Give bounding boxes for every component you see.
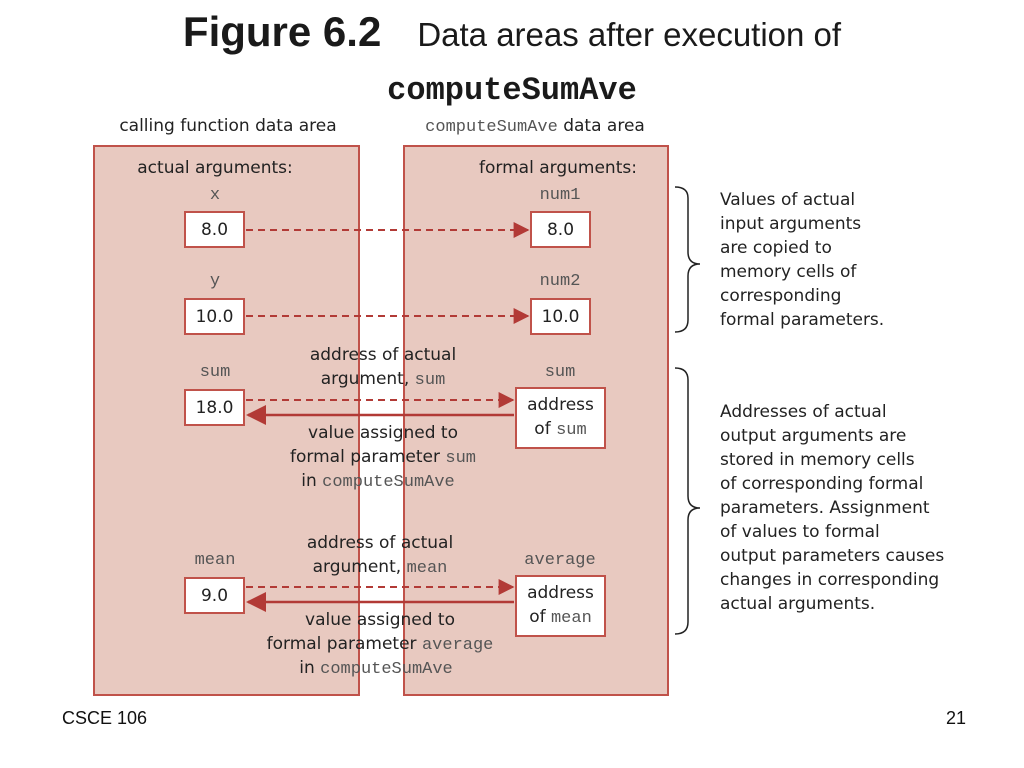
output-note-bracket xyxy=(674,367,701,635)
memory-cell-formal-sum: address of sum xyxy=(515,387,606,449)
course-label: CSCE 106 xyxy=(62,708,148,728)
sum-value-label-line3: in computeSumAve xyxy=(301,471,455,492)
var-name-mean: mean xyxy=(194,551,236,570)
actual-arguments-label: actual arguments: xyxy=(137,158,293,178)
mean-address-label-line2: argument, mean xyxy=(312,557,448,578)
var-name-average: average xyxy=(524,551,596,570)
mean-value-label-line3: in computeSumAve xyxy=(299,658,453,679)
memory-cell-mean: 9.0 xyxy=(184,577,245,614)
input-note-bracket xyxy=(674,186,701,333)
mean-value-label-line1: value assigned to xyxy=(305,610,455,630)
memory-cell-x: 8.0 xyxy=(184,211,245,248)
output-arguments-note: Addresses of actual output arguments are… xyxy=(720,402,945,614)
cell-address-text: address xyxy=(527,583,594,603)
figure-title: Figure 6.2 Data areas after execution of xyxy=(0,8,1024,56)
var-name-num2: num2 xyxy=(539,272,581,291)
right-area-heading-text: data area xyxy=(563,116,645,136)
right-area-heading: computeSumAve data area xyxy=(425,116,645,137)
sum-address-label-line2: argument, sum xyxy=(320,369,446,390)
memory-cell-y: 10.0 xyxy=(184,298,245,335)
sum-value-label-line1: value assigned to xyxy=(308,423,458,443)
formal-arguments-label: formal arguments: xyxy=(479,158,637,178)
mean-value-label-line2: formal parameter average xyxy=(266,634,494,655)
var-name-num1: num1 xyxy=(539,186,581,205)
mean-address-label-line1: address of actual xyxy=(306,533,454,553)
cell-address-of: of sum xyxy=(534,419,587,440)
cell-address-of: of mean xyxy=(529,607,592,628)
var-name-x: x xyxy=(209,186,221,205)
cell-address-target: sum xyxy=(556,421,587,440)
input-arguments-note: Values of actual input arguments are cop… xyxy=(720,190,885,330)
figure-number: Figure 6.2 xyxy=(182,8,382,55)
cell-address-text: address xyxy=(527,395,594,415)
left-area-heading: calling function data area xyxy=(119,116,337,136)
var-name-y: y xyxy=(209,272,221,291)
var-name-formal-sum: sum xyxy=(544,363,576,382)
memory-cell-num2: 10.0 xyxy=(530,298,591,335)
sum-address-label-line1: address of actual xyxy=(309,345,457,365)
cell-address-target: mean xyxy=(550,609,592,628)
right-area-heading-code: computeSumAve xyxy=(425,118,558,137)
var-name-sum: sum xyxy=(199,363,231,382)
memory-cell-num1: 8.0 xyxy=(530,211,591,248)
figure-function-name: computeSumAve xyxy=(387,72,637,109)
page-number: 21 xyxy=(945,708,966,728)
sum-value-label-line2: formal parameter sum xyxy=(290,447,476,468)
figure-caption: Data areas after execution of xyxy=(417,16,842,53)
memory-cell-sum: 18.0 xyxy=(184,389,245,426)
memory-cell-average: address of mean xyxy=(515,575,606,637)
